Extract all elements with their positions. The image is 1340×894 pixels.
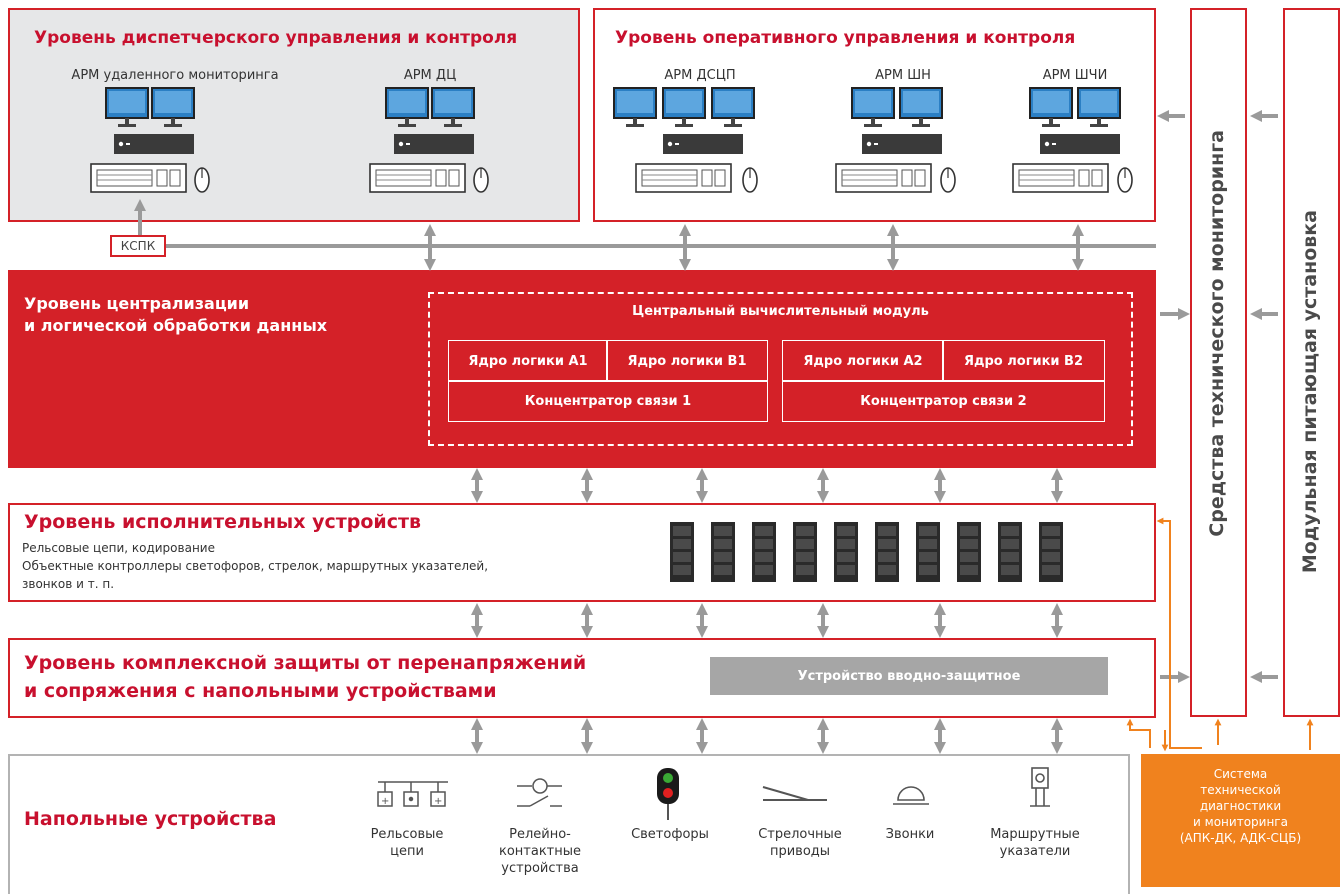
diag-l2: технической [1200,783,1281,797]
relay-contacts-icon [517,778,562,807]
central-level-panel: Уровень централизации и логической обраб… [8,270,1156,468]
operative-level-title: Уровень оперативного управления и контро… [615,28,1076,48]
arm-remote-workstation-icon [90,87,210,193]
input-protection-device-label: Устройство вводно-защитное [797,668,1021,684]
floor-item-relay-contacts: Релейно- контактные устройства [485,826,595,877]
central-title-line1: Уровень централизации [24,294,250,313]
diag-links [1126,517,1314,752]
core-a2: Ядро логики А2 [782,340,944,382]
diag-system-box: Система технической диагностики и монито… [1141,754,1340,887]
arm-dscp-workstation-icon [613,87,758,193]
bell-icon [893,786,929,805]
core-a1: Ядро логики А1 [448,340,608,382]
rail-circuits-icon: + + [377,781,448,807]
floor-item-bells-l1: Звонки [885,827,935,842]
central-title-line2: и логической обработки данных [24,316,328,335]
floor-item-relay-l1: Релейно- [509,827,571,842]
executive-racks [670,522,1063,582]
executive-title: Уровень исполнительных устройств [24,511,422,533]
floor-item-route-l1: Маршрутные [990,827,1080,842]
arm-shn-label: АРМ ШН [875,68,931,83]
svg-text:+: + [434,796,442,807]
hub-2-label: Концентратор связи 2 [860,393,1027,409]
core-b1: Ядро логики В1 [606,340,768,382]
protection-level-panel: Уровень комплексной защиты от перенапряж… [8,638,1156,718]
floor-item-switch-l2: приводы [769,844,831,859]
network-bus [134,199,1156,271]
route-indicator-icon [1030,767,1050,807]
floor-item-switch-drives: Стрелочные приводы [740,826,860,860]
arm-dc-workstation-icon [369,87,489,193]
diag-l3: диагностики [1199,799,1282,813]
dispatch-level-title: Уровень диспетчерского управления и конт… [34,28,518,48]
arm-dc-label: АРМ ДЦ [403,68,457,83]
floor-item-relay-l3: устройства [501,861,579,876]
hub-2: Концентратор связи 2 [782,380,1105,422]
protection-title-line2: и сопряжения с напольными устройствами [24,680,497,702]
arm-shn-workstation-icon [835,87,956,193]
floor-devices-title: Напольные устройства [24,808,277,830]
floor-item-rail-l1: Рельсовые [370,827,444,842]
core-a1-label: Ядро логики А1 [468,353,588,369]
central-module-title: Центральный вычислительный модуль [632,304,929,319]
core-a2-label: Ядро логики А2 [803,353,923,369]
side-arrows [1157,110,1278,683]
input-protection-device: Устройство вводно-защитное [710,657,1108,695]
floor-item-bells: Звонки [870,826,950,843]
hub-1: Концентратор связи 1 [448,380,768,422]
floor-item-relay-l2: контактные [498,844,582,859]
core-b2-label: Ядро логики В2 [963,353,1084,369]
floor-item-signals: Светофоры [615,826,725,843]
floor-devices-panel: Напольные устройства [8,754,1130,894]
core-b2: Ядро логики В2 [942,340,1105,382]
switch-drive-icon [762,786,827,801]
executive-line2: Объектные контроллеры светофоров, стрело… [22,559,489,573]
floor-item-route-indicators: Маршрутные указатели [975,826,1095,860]
floor-item-switch-l1: Стрелочные [758,827,842,842]
diag-l4: и мониторинга [1193,815,1288,829]
traffic-signal-icon [657,768,679,820]
hub-1-label: Концентратор связи 1 [524,393,692,409]
floor-item-rail-l2: цепи [390,844,424,859]
kspk-box: КСПК [110,235,166,257]
kspk-label: КСПК [120,239,156,253]
arm-shchi-workstation-icon [1012,87,1133,193]
arm-remote-monitoring-label: АРМ удаленного мониторинга [71,68,279,83]
floor-item-route-l2: указатели [999,844,1071,859]
arm-shchi-label: АРМ ШЧИ [1042,68,1108,83]
floor-item-rail-circuits: Рельсовые цепи [357,826,457,860]
power-unit-panel: Модульная питающая установка [1283,8,1340,717]
diag-l5: (АПК-ДК, АДК-СЦБ) [1179,831,1302,845]
level-arrows [471,468,1063,754]
tech-monitoring-panel: Средства технического мониторинга [1190,8,1247,717]
central-module-box: Центральный вычислительный модуль Ядро л… [428,292,1133,446]
svg-text:+: + [381,796,389,807]
executive-line3: звонков и т. п. [22,577,115,591]
executive-line1: Рельсовые цепи, кодирование [22,541,215,555]
arm-dscp-label: АРМ ДСЦП [664,68,736,83]
protection-title-line1: Уровень комплексной защиты от перенапряж… [24,652,587,674]
floor-item-signals-l1: Светофоры [631,827,709,842]
diag-l1: Система [1213,767,1268,781]
core-b1-label: Ядро логики В1 [627,353,747,369]
